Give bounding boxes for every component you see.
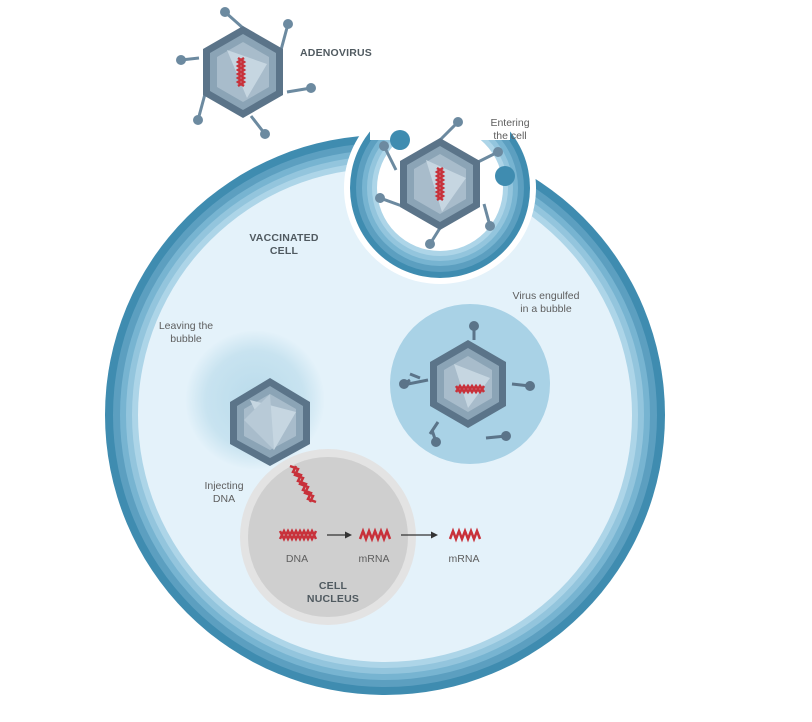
nucleus-label: CELL NUCLEUS <box>300 580 366 606</box>
cell-nucleus <box>240 449 416 625</box>
engulfed-label-line1: Virus engulfed <box>512 290 580 302</box>
mrna-label-cytoplasm: mRNA <box>448 553 480 565</box>
arrow-dna-to-mrna <box>327 531 352 539</box>
injecting-label: Injecting DNA <box>196 480 252 506</box>
dna-icon <box>278 528 318 542</box>
entering-label-line1: Entering <box>490 117 530 129</box>
vaccinated-cell-label-line1: VACCINATED <box>249 232 319 244</box>
adenovirus-entering <box>375 117 503 249</box>
mrna-icon-nucleus <box>358 527 392 543</box>
nucleus-label-line2: NUCLEUS <box>306 593 360 605</box>
dna-label: DNA <box>285 553 309 565</box>
vaccinated-cell-label: VACCINATED CELL <box>246 232 322 258</box>
leaving-label-line2: bubble <box>170 333 202 345</box>
adenovirus-label: ADENOVIRUS <box>300 47 373 59</box>
injecting-label-line2: DNA <box>212 493 236 505</box>
leaving-label: Leaving the bubble <box>150 320 222 346</box>
entering-label: Entering the cell <box>482 117 538 143</box>
vaccinated-cell-label-line2: CELL <box>269 245 299 257</box>
arrow-mrna-export <box>401 531 438 539</box>
adenovirus-injecting <box>230 378 310 466</box>
leaving-label-line1: Leaving the <box>158 320 214 332</box>
entering-label-line2: the cell <box>493 130 527 142</box>
engulfed-label: Virus engulfed in a bubble <box>504 290 588 316</box>
mrna-label-nucleus: mRNA <box>358 553 390 565</box>
mrna-icon-cytoplasm <box>448 527 482 543</box>
engulfed-label-line2: in a bubble <box>520 303 572 315</box>
nucleus-label-line1: CELL <box>318 580 348 592</box>
adenovirus-free <box>176 7 316 139</box>
injecting-label-line1: Injecting <box>204 480 244 492</box>
adenovirus-engulfed <box>399 321 535 447</box>
injected-dna-strand <box>289 464 317 504</box>
